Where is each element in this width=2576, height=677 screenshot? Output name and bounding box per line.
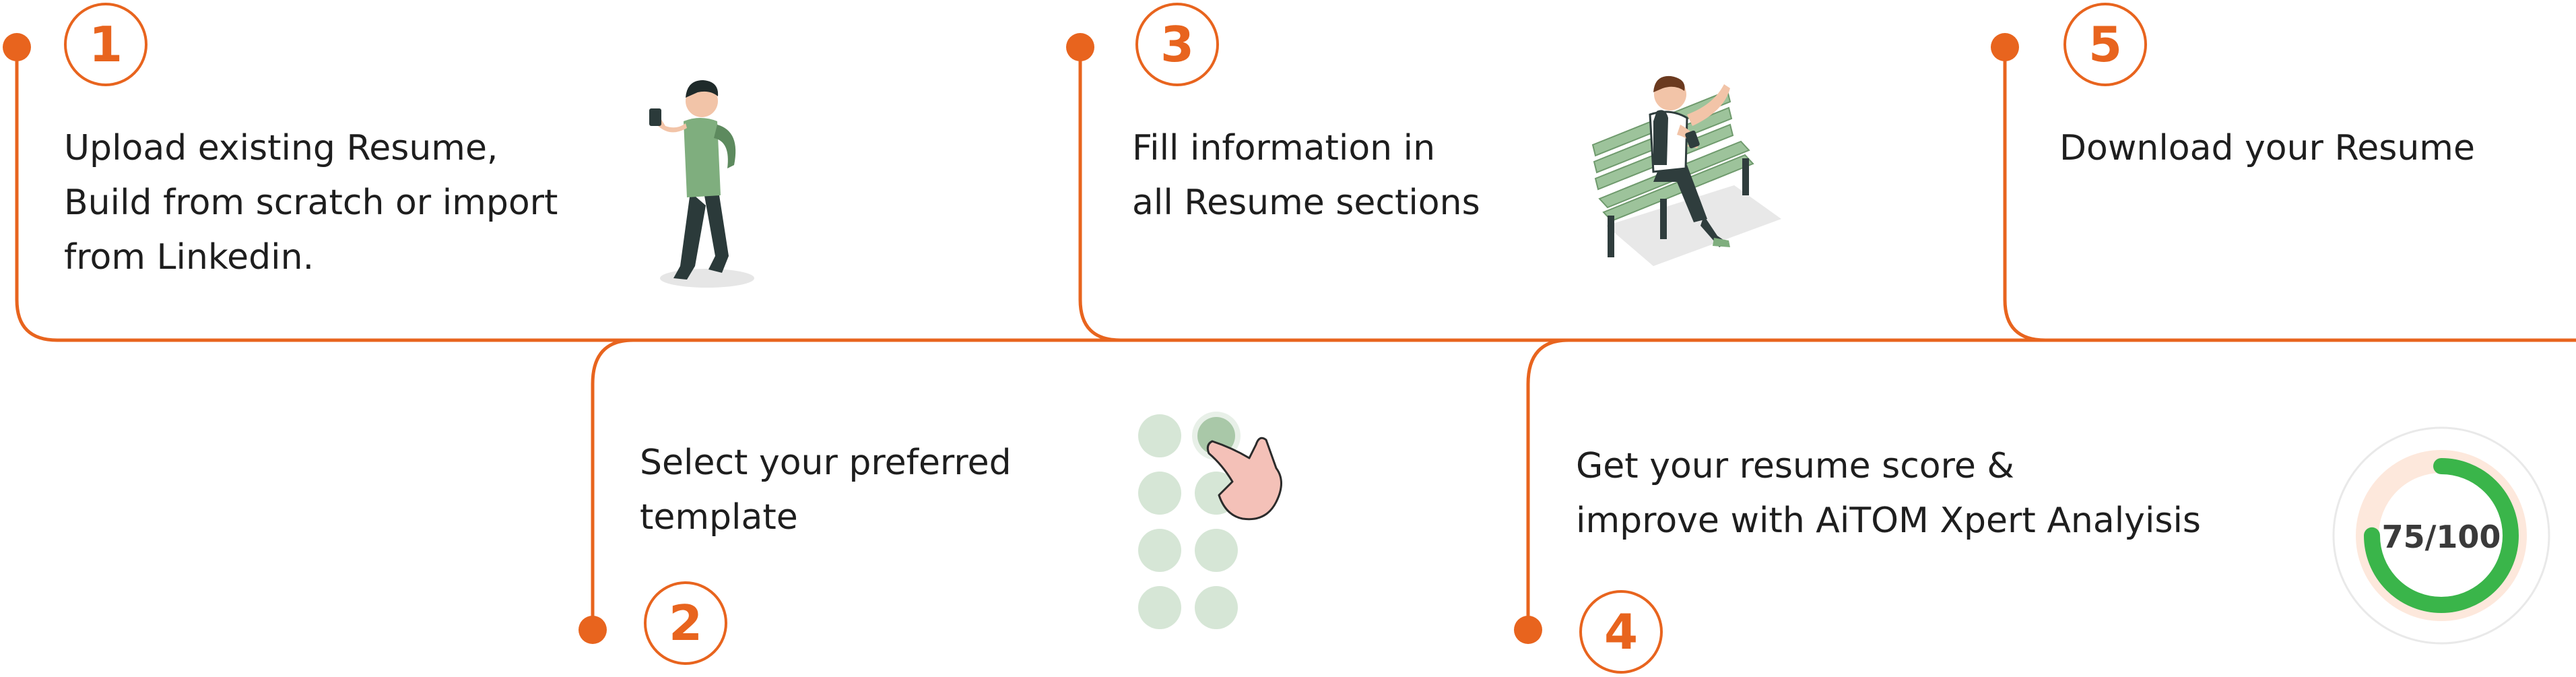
step-4-number: 4 — [1579, 590, 1663, 674]
step-5-text: Download your Resume — [2059, 121, 2475, 176]
step-4-line-2: improve with AiTOM Xpert Analyisis — [1576, 501, 2202, 541]
step-2-text: Select your preferred template — [640, 436, 1012, 545]
node-dot-step1 — [3, 33, 31, 61]
step-1-number: 1 — [64, 3, 147, 86]
connector-step2 — [591, 338, 634, 630]
step-1-line-2: Build from scratch or import — [64, 183, 558, 223]
step-2-line-1: Select your preferred — [640, 443, 1012, 483]
step-5-number: 5 — [2063, 3, 2147, 86]
step-2-line-2: template — [640, 497, 798, 538]
person-on-bench-icon — [1591, 75, 1781, 266]
score-gauge-icon: 75/100 — [2332, 426, 2550, 645]
connector-step4 — [1526, 338, 1569, 630]
score-label: 75/100 — [2382, 519, 2501, 555]
step-2-number: 2 — [644, 581, 727, 665]
connector-step5 — [2003, 47, 2576, 342]
node-dot-step5 — [1991, 33, 2019, 61]
step-5-line-1: Download your Resume — [2059, 128, 2475, 168]
connector-step3 — [1078, 47, 2576, 342]
step-1-text: Upload existing Resume, Build from scrat… — [64, 121, 558, 285]
walking-person-icon — [649, 80, 754, 288]
hand-selecting-template-icon — [1138, 412, 1282, 629]
node-dot-step3 — [1066, 33, 1094, 61]
step-3-number: 3 — [1135, 3, 1219, 86]
connector-step1 — [15, 47, 1145, 342]
score-gauge-arc — [2364, 458, 2519, 613]
step-3-line-1: Fill information in — [1132, 128, 1436, 168]
step-4-text: Get your resume score & improve with AiT… — [1576, 439, 2201, 548]
step-3-text: Fill information in all Resume sections — [1132, 121, 1480, 230]
step-1-line-1: Upload existing Resume, — [64, 128, 498, 168]
step-3-line-2: all Resume sections — [1132, 183, 1480, 223]
step-1-line-3: from Linkedin. — [64, 237, 315, 278]
node-dot-step2 — [579, 616, 607, 644]
step-4-line-1: Get your resume score & — [1576, 446, 2014, 486]
node-dot-step4 — [1514, 616, 1542, 644]
